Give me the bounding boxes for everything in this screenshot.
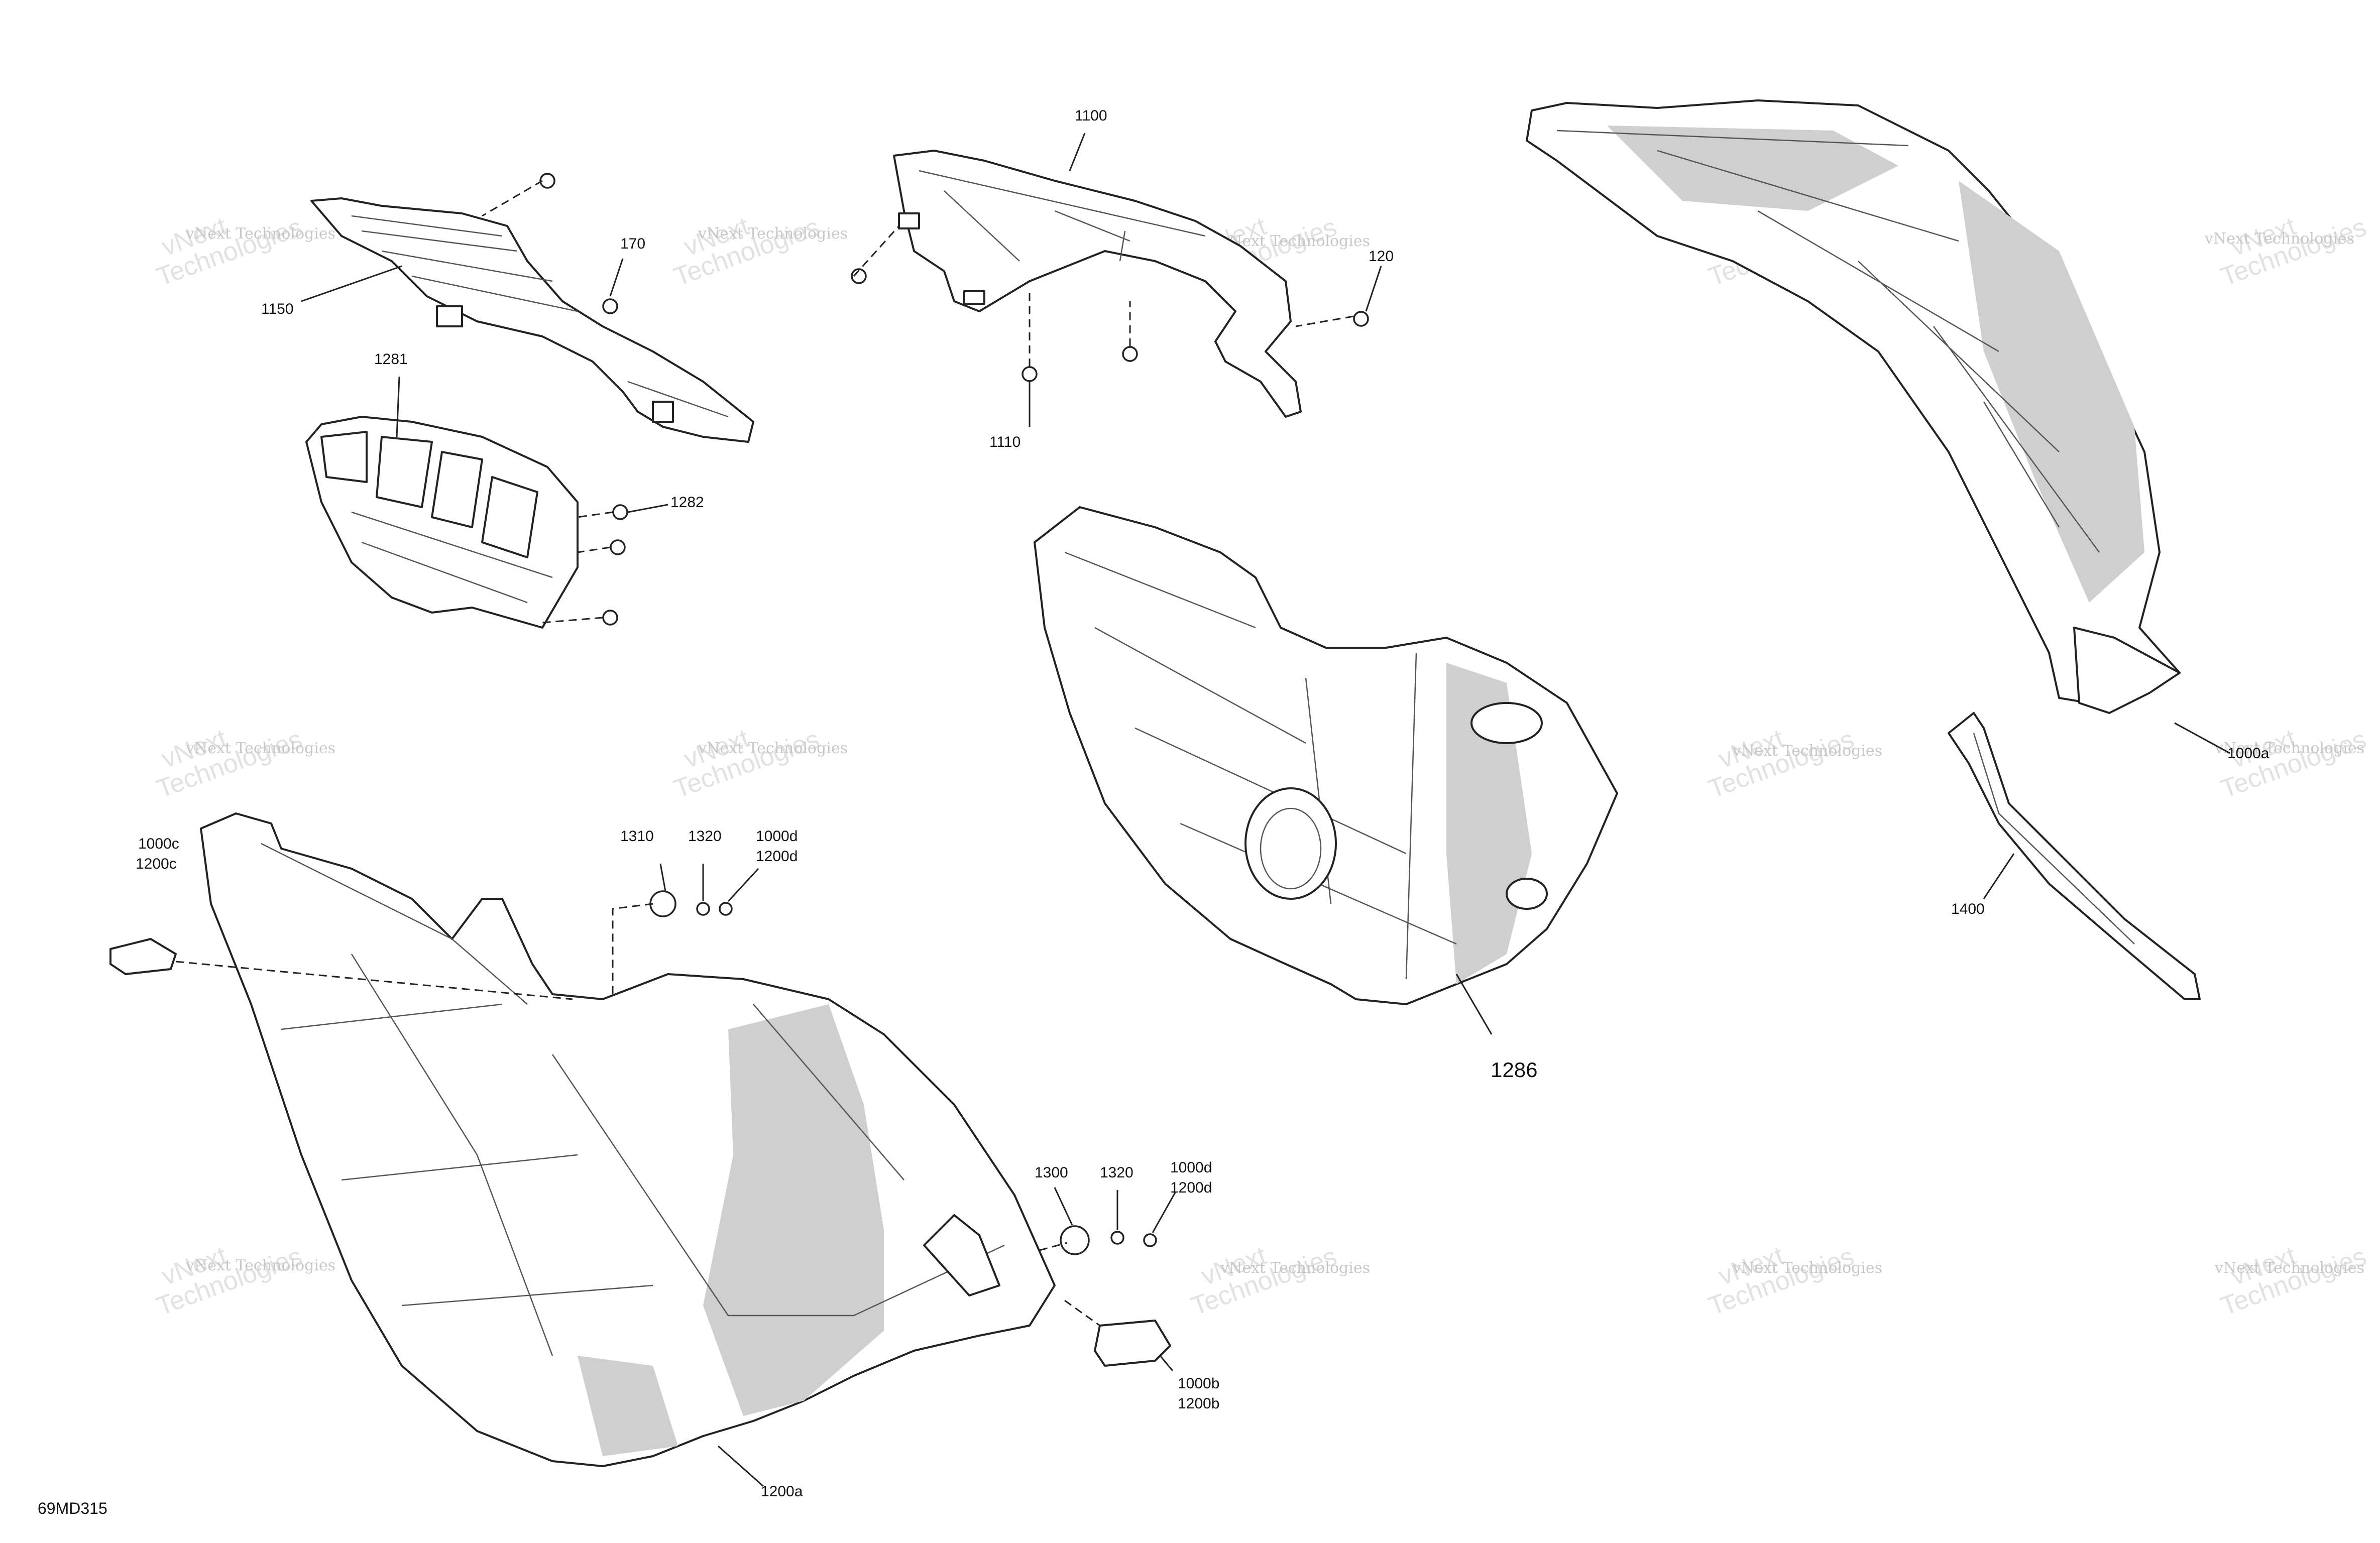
- bracket-clip: [898, 212, 920, 229]
- callout-1200a: 1200a: [761, 1483, 803, 1500]
- assembly-lines: [175, 180, 1354, 1327]
- screw: [1143, 1233, 1157, 1247]
- part-1200a-lower-side-panel: [200, 812, 1056, 1467]
- callout-1320-top: 1320: [688, 828, 722, 845]
- screw: [602, 610, 618, 626]
- screw: [610, 539, 626, 555]
- watermark-small: vNext Technologies: [185, 225, 335, 243]
- watermark-small: vNext Technologies: [2214, 740, 2364, 757]
- part-1300-grommet: [1060, 1225, 1090, 1255]
- callout-1400: 1400: [1951, 901, 1985, 917]
- watermark-small: vNext Technologies: [1732, 1259, 1882, 1277]
- part-1400-trim-strip: [1948, 712, 2201, 1000]
- bracket-tab: [436, 305, 463, 327]
- callout-1200c: 1200c: [136, 856, 177, 872]
- callout-1000d-top: 1000d: [756, 828, 798, 845]
- callout-1320-bottom: 1320: [1100, 1164, 1134, 1181]
- callout-1286: 1286: [1491, 1058, 1537, 1082]
- screw: [1110, 1231, 1124, 1245]
- diagram-code: 69MD315: [38, 1499, 107, 1517]
- callout-1282: 1282: [670, 494, 704, 511]
- panel-vent: [923, 1214, 1000, 1296]
- bracket-tab: [652, 401, 674, 423]
- part-1000b-light: [1094, 1320, 1171, 1367]
- part-right-side-panel: [1526, 99, 2181, 714]
- callout-1300: 1300: [1035, 1164, 1068, 1181]
- callout-1000c: 1000c: [138, 836, 179, 852]
- callout-170: 170: [620, 235, 645, 252]
- watermark-small: vNext Technologies: [1732, 742, 1882, 760]
- callout-1110: 1110: [989, 434, 1021, 450]
- screw: [1122, 346, 1138, 362]
- screw: [539, 173, 555, 189]
- watermark-small: vNext Technologies: [185, 1257, 335, 1274]
- callout-1000d-bottom: 1000d: [1170, 1159, 1212, 1176]
- grille-opening: [431, 451, 483, 528]
- screw: [719, 902, 733, 916]
- callout-1200b: 1200b: [1178, 1395, 1219, 1412]
- grille-opening: [376, 436, 433, 508]
- callout-1100: 1100: [1075, 107, 1107, 124]
- callout-1150: 1150: [261, 301, 294, 317]
- leader-lines: [301, 133, 2230, 1487]
- part-1000c-light: [109, 938, 177, 975]
- watermark-small: vNext Technologies: [698, 225, 848, 243]
- watermark-small: vNext Technologies: [185, 740, 335, 757]
- screw: [851, 268, 867, 284]
- callout-120: 120: [1369, 248, 1394, 265]
- callouts: 1100 170 120 1150 1110 1281 1282 1000c 1…: [136, 107, 2270, 1500]
- part-1286-inner-panel: [1034, 506, 1618, 1005]
- watermark-small: vNext Technologies: [698, 740, 848, 757]
- bracket-clip: [963, 290, 985, 305]
- part-1310-grommet: [649, 890, 676, 917]
- side-panel-foot: [2073, 627, 2181, 714]
- grille-opening: [320, 431, 368, 483]
- fasteners: [539, 173, 1369, 1247]
- watermark-small: vNext Technologies: [1220, 1259, 1370, 1277]
- part-1150-bracket: [310, 197, 754, 443]
- part-1281-grille-panel: [305, 416, 579, 629]
- callout-1281: 1281: [374, 351, 408, 368]
- callout-1200d-bottom: 1200d: [1170, 1179, 1212, 1196]
- grille-opening: [481, 476, 538, 558]
- screw: [602, 298, 618, 314]
- screw: [1022, 366, 1038, 382]
- screw: [696, 902, 710, 916]
- watermark-small: vNext Technologies: [2204, 230, 2354, 248]
- screw: [612, 504, 628, 520]
- callout-1000b: 1000b: [1178, 1375, 1219, 1392]
- panel-boss: [1470, 702, 1543, 744]
- callout-1000a: 1000a: [2227, 745, 2270, 762]
- part-1100-center-bracket: [893, 150, 1302, 418]
- panel-boss: [1506, 878, 1548, 910]
- callout-1200d-top: 1200d: [756, 848, 798, 865]
- watermark-small: vNext Technologies: [2214, 1259, 2364, 1277]
- watermark-small: vNext Technologies: [1220, 232, 1370, 250]
- callout-1310: 1310: [620, 828, 654, 845]
- panel-boss: [1244, 787, 1337, 900]
- screw: [1353, 311, 1369, 327]
